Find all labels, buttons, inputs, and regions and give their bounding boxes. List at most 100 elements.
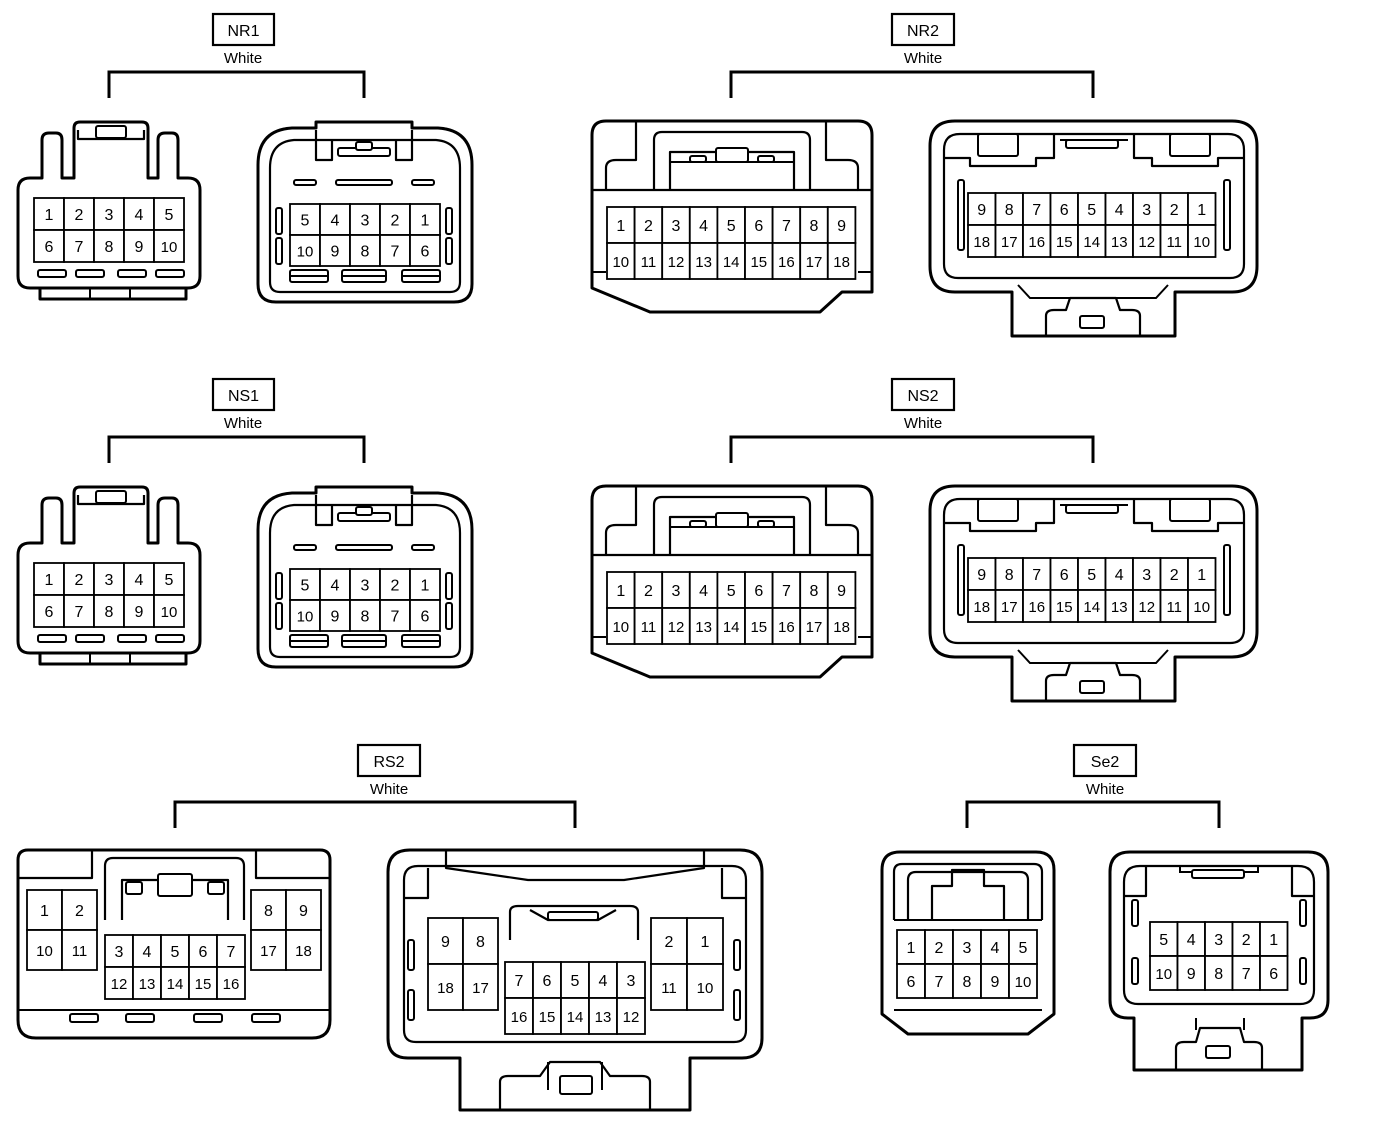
pin-cell: [560, 997, 590, 1035]
pin-number: 15: [750, 254, 767, 271]
housing-inner-wall: [268, 503, 462, 659]
pin-number: 6: [199, 944, 208, 961]
pin-number: 11: [1166, 599, 1182, 616]
latch-nub: [207, 881, 225, 895]
pin-number: 6: [1060, 567, 1069, 584]
pin-cell: [744, 607, 774, 645]
pin-number: 17: [472, 980, 489, 997]
pin-number: 2: [75, 572, 84, 589]
pin-number: 6: [754, 218, 763, 235]
connector-name-box: [356, 743, 422, 778]
latch-tab: [715, 147, 749, 163]
pin-cell: [799, 242, 829, 280]
pin-cell: [967, 192, 997, 226]
pin-number: 17: [806, 619, 823, 636]
pin-number: 2: [1170, 202, 1179, 219]
pin-number: 14: [567, 1009, 584, 1026]
connector-color: White: [904, 415, 942, 432]
pin-number: 5: [1087, 202, 1096, 219]
pin-number: 2: [665, 934, 674, 951]
pin-cell: [716, 607, 746, 645]
pin-cell: [349, 568, 381, 601]
housing-inner-wall: [942, 132, 1246, 280]
pin-cell: [123, 197, 155, 231]
pin-cell: [686, 963, 724, 1011]
guide-slot: [193, 1013, 223, 1023]
pin-cell: [1187, 557, 1217, 591]
latch-tab: [95, 125, 127, 139]
pin-number: 4: [1187, 932, 1196, 949]
pin-cell: [980, 929, 1010, 965]
pin-number: 8: [1214, 966, 1223, 983]
guide-slot: [293, 544, 317, 551]
pin-cell: [289, 234, 321, 267]
pin-number: 8: [105, 239, 114, 256]
pin-number: 1: [421, 578, 430, 595]
pin-number: 15: [750, 619, 767, 636]
pin-cell: [63, 594, 95, 628]
pin-number: 8: [963, 974, 972, 991]
pin-cell: [61, 889, 98, 931]
pin-number: 14: [723, 619, 740, 636]
pin-number: 8: [264, 903, 273, 920]
connector-name-box: [1072, 743, 1138, 778]
pin-cell: [188, 966, 218, 1000]
pin-number: 11: [661, 980, 677, 997]
pin-number: 2: [644, 218, 653, 235]
pin-number: 12: [111, 976, 128, 993]
guide-slot: [69, 1013, 99, 1023]
pin-number: 9: [299, 903, 308, 920]
pin-cell: [588, 997, 618, 1035]
housing-inner-wall: [892, 862, 1044, 920]
lock-window: [1205, 1045, 1231, 1059]
housing-shoulder: [824, 121, 872, 192]
pin-cell: [967, 224, 997, 258]
pin-number: 4: [699, 583, 708, 600]
pin-number: 6: [543, 973, 552, 990]
pin-cell: [952, 963, 982, 999]
pin-number: 4: [135, 572, 144, 589]
pin-number: 14: [167, 976, 184, 993]
pin-number: 9: [135, 604, 144, 621]
pin-number: 6: [45, 239, 54, 256]
pin-cell: [650, 963, 688, 1011]
pin-cell: [349, 599, 381, 632]
pin-number: 5: [1019, 940, 1028, 957]
side-rib: [1131, 899, 1139, 927]
guide-slot: [117, 634, 147, 643]
pin-number: 3: [672, 583, 681, 600]
pin-cell: [1077, 224, 1107, 258]
pin-cell: [1159, 589, 1189, 623]
pin-number: 4: [699, 218, 708, 235]
latch-tab: [547, 911, 599, 921]
pin-number: 16: [778, 254, 795, 271]
lock-rib: [547, 1062, 603, 1090]
housing-notch: [444, 850, 706, 882]
pin-cell: [132, 966, 162, 1000]
connector-color: White: [904, 50, 942, 67]
pin-number: 9: [837, 218, 846, 235]
pin-number: 14: [723, 254, 740, 271]
pin-number: 13: [1111, 599, 1128, 616]
pin-cell: [1159, 557, 1189, 591]
guide-window: [977, 498, 1019, 522]
connector-bracket: [729, 435, 1095, 463]
guide-slot: [155, 269, 185, 278]
pin-number: 3: [627, 973, 636, 990]
pin-cell: [771, 206, 802, 244]
pin-cell: [63, 229, 95, 263]
pin-cell: [289, 568, 321, 601]
pin-cell: [1022, 224, 1052, 258]
pin-number: 15: [1056, 599, 1073, 616]
pin-cell: [980, 963, 1010, 999]
pin-number: 11: [641, 619, 657, 636]
housing-ledge: [894, 919, 1042, 1011]
latch-tab: [1065, 504, 1119, 514]
pin-number: 6: [421, 244, 430, 261]
latch-frame: [906, 870, 1030, 920]
